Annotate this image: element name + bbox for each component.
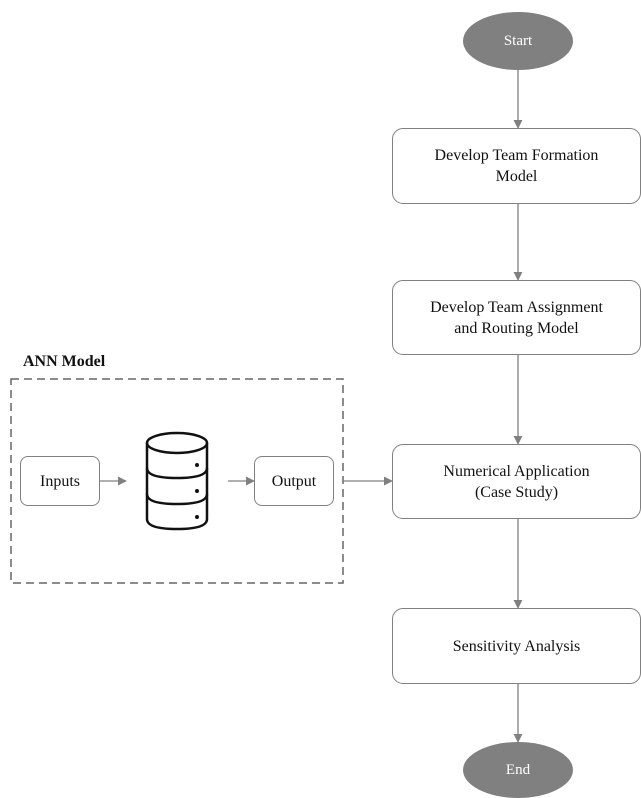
develop-team-assignment-routing-box: Develop Team Assignment and Routing Mode… [392,280,641,355]
output-box: Output [254,456,334,506]
output-label: Output [271,472,317,490]
develop-team-formation-model-box: Develop Team Formation Model [392,128,641,204]
step1-label: Develop Team Formation Model [434,147,599,185]
inputs-box: Inputs [20,456,100,506]
sensitivity-analysis-box: Sensitivity Analysis [392,608,641,684]
step3-label: Numerical Application (Case Study) [443,462,590,501]
start-label: Start [503,32,533,49]
database-icon [145,431,209,531]
step2-label: Develop Team Assignment and Routing Mode… [430,298,603,337]
inputs-label: Inputs [40,472,80,490]
end-label: End [505,761,531,778]
end-terminal: End [463,742,573,798]
start-terminal: Start [463,12,573,70]
numerical-application-box: Numerical Application (Case Study) [392,444,641,519]
step4-label: Sensitivity Analysis [452,637,581,655]
ann-model-title: ANN Model [23,353,106,370]
